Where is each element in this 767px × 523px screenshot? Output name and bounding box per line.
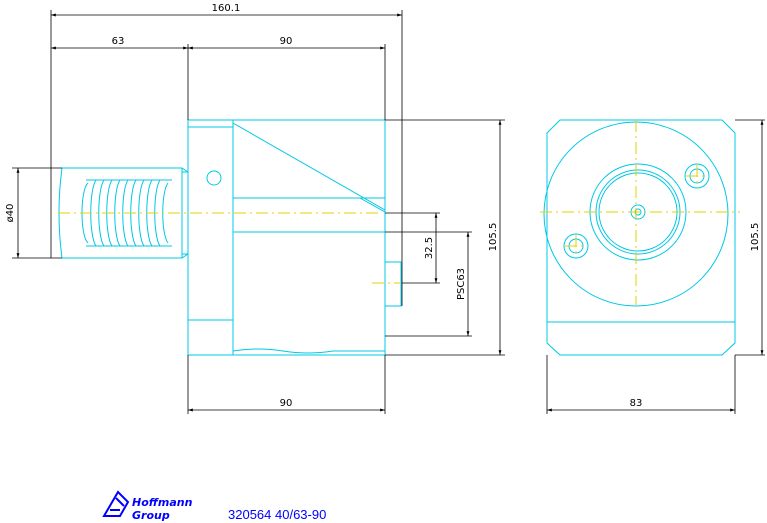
dim-body-length-bottom: 90: [280, 398, 293, 409]
dimension-labels: 160.1 63 90 90 83 ø40 32.5 PSC63 105.5 1…: [5, 3, 761, 409]
side-view: [58, 119, 402, 356]
dim-shank-diameter: ø40: [5, 204, 16, 223]
dim-total-length: 160.1: [212, 3, 241, 14]
part-number: 320564 40/63-90: [228, 507, 326, 522]
centerlines: [58, 120, 740, 305]
dim-height-side: 105.5: [488, 223, 499, 252]
front-view: [543, 119, 736, 356]
dimension-lines: [12, 10, 765, 414]
dim-body-length-top: 90: [280, 36, 293, 47]
hoffmann-logo: Hoffmann Group: [102, 490, 193, 522]
dim-shank-length: 63: [112, 36, 125, 47]
dim-height-front: 105.5: [750, 223, 761, 252]
logo-mark-icon: [102, 490, 130, 517]
tool-body: [187, 119, 402, 356]
dim-width-front: 83: [630, 398, 643, 409]
dim-center-offset: 32.5: [424, 237, 435, 259]
logo-line2: Group: [132, 509, 170, 522]
footer: Hoffmann Group 320564 40/63-90: [102, 490, 326, 522]
dim-interface: PSC63: [456, 268, 467, 300]
logo-line1: Hoffmann: [132, 496, 193, 509]
